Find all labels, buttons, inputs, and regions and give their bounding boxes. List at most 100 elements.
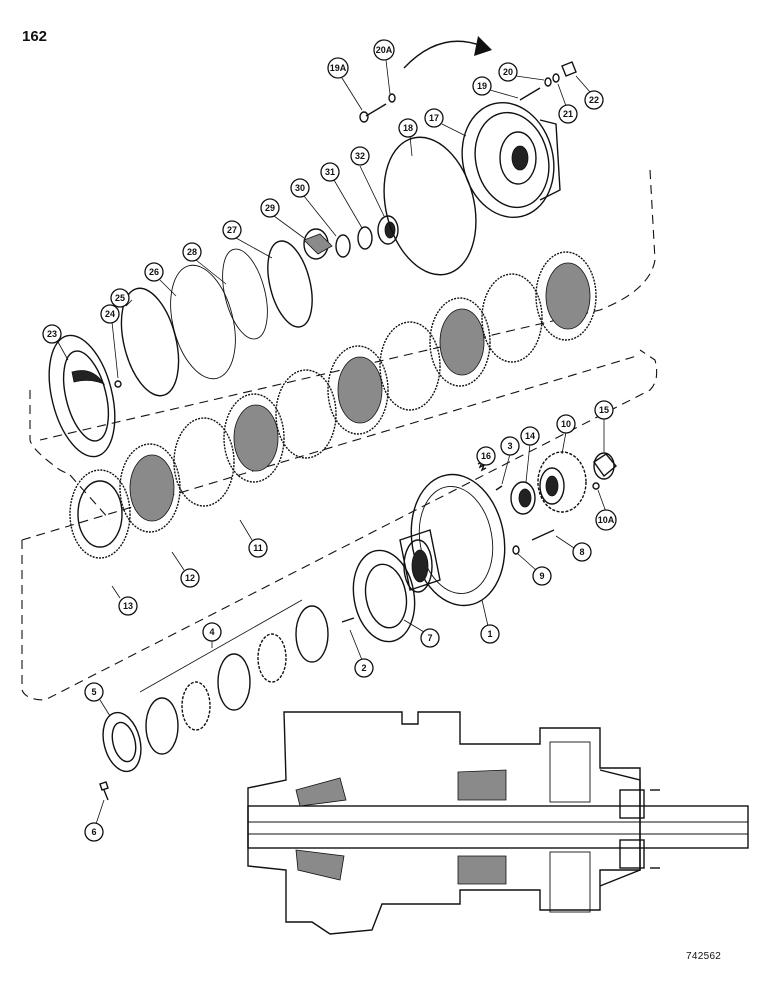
svg-text:15: 15 (599, 405, 609, 415)
callout-2: 2 (349, 629, 374, 678)
snap-ring-27 (267, 240, 313, 328)
svg-text:10A: 10A (598, 515, 615, 525)
callout-30: 30 (290, 178, 337, 237)
piston-part (303, 228, 333, 260)
svg-text:20: 20 (503, 67, 513, 77)
callout-19: 19 (472, 76, 519, 99)
callout-32: 32 (350, 146, 385, 217)
callout-12: 12 (171, 551, 200, 588)
o-ring-18 (383, 136, 477, 276)
callout-26: 26 (144, 262, 177, 297)
seal-ring-26 (170, 264, 236, 380)
callout-10: 10 (556, 414, 576, 455)
svg-text:19A: 19A (330, 63, 347, 73)
callout-17: 17 (424, 108, 467, 137)
callout-13: 13 (111, 585, 138, 616)
nut-15 (593, 452, 617, 480)
svg-text:25: 25 (115, 293, 125, 303)
svg-text:19: 19 (477, 81, 487, 91)
svg-text:32: 32 (355, 151, 365, 161)
callout-9: 9 (517, 553, 552, 586)
svg-text:2: 2 (361, 663, 366, 673)
svg-text:11: 11 (253, 543, 263, 553)
drawing-code: 742562 (686, 951, 722, 962)
callout-19a: 19A (327, 57, 363, 111)
seal-ring-28 (222, 248, 268, 340)
svg-text:10: 10 (561, 419, 571, 429)
callout-28: 28 (182, 242, 227, 285)
retainer-plate-7-inner (364, 563, 408, 629)
bearing-14 (510, 481, 536, 515)
callout-11: 11 (239, 519, 268, 558)
svg-text:24: 24 (105, 309, 115, 319)
svg-text:29: 29 (265, 203, 275, 213)
callout-23: 23 (42, 324, 69, 361)
svg-text:5: 5 (91, 687, 96, 697)
svg-text:26: 26 (149, 267, 159, 277)
washer-21 (552, 73, 560, 83)
bolt-8 (531, 529, 555, 541)
clutch-disc-stack (69, 251, 597, 559)
bearing-set-4 (139, 599, 329, 755)
svg-text:17: 17 (429, 113, 439, 123)
callout-10a: 10A (595, 489, 617, 531)
callout-18: 18 (398, 118, 418, 157)
ball-part (114, 380, 122, 388)
callout-27: 27 (222, 220, 273, 259)
dashed-group-outline-upper (29, 169, 656, 521)
gear-10 (537, 451, 587, 513)
callout-22: 22 (575, 75, 604, 110)
callout-20a: 20A (373, 39, 395, 95)
cross-section-assembly (247, 711, 749, 935)
seal-retainer-5-inner (111, 721, 137, 763)
callout-15: 15 (594, 400, 614, 452)
washer-part-31 (357, 226, 373, 250)
washer-20 (544, 77, 552, 87)
svg-text:22: 22 (589, 95, 599, 105)
key-3 (495, 485, 503, 491)
rotation-arrow-icon (403, 36, 492, 69)
svg-text:28: 28 (187, 247, 197, 257)
pin-19 (519, 87, 541, 101)
bolt-6 (99, 781, 109, 801)
callout-29: 29 (260, 198, 305, 239)
callout-5: 5 (84, 682, 111, 717)
svg-text:21: 21 (563, 109, 573, 119)
svg-text:1: 1 (487, 629, 492, 639)
washer-20a (388, 93, 396, 103)
svg-text:23: 23 (47, 329, 57, 339)
svg-text:12: 12 (185, 573, 195, 583)
svg-text:18: 18 (403, 123, 413, 133)
callout-20: 20 (498, 62, 545, 82)
callout-14: 14 (520, 426, 540, 483)
retainer-plate-7 (352, 549, 416, 643)
housing-cover-part (461, 101, 561, 219)
svg-text:7: 7 (427, 633, 432, 643)
pin-2 (341, 617, 355, 623)
washer-9 (512, 545, 520, 555)
ball-10a (592, 482, 600, 490)
callout-16: 16 (476, 446, 496, 467)
svg-text:8: 8 (579, 547, 584, 557)
svg-text:31: 31 (325, 167, 335, 177)
svg-text:27: 27 (227, 225, 237, 235)
svg-text:20A: 20A (376, 45, 393, 55)
svg-text:3: 3 (507, 441, 512, 451)
backing-plate-part (48, 334, 116, 458)
svg-text:9: 9 (539, 571, 544, 581)
dashed-group-outline-lower (21, 349, 658, 701)
svg-text:6: 6 (91, 827, 96, 837)
callout-3: 3 (500, 436, 520, 485)
callout-21: 21 (557, 83, 578, 124)
callout-7: 7 (403, 619, 440, 648)
callout-25: 25 (110, 288, 133, 308)
svg-text:13: 13 (123, 601, 133, 611)
callout-4: 4 (202, 622, 222, 648)
callout-24: 24 (100, 304, 120, 379)
svg-text:14: 14 (525, 431, 535, 441)
seal-retainer-5 (102, 711, 142, 773)
callout-1: 1 (480, 599, 500, 644)
washer-part-30 (335, 234, 351, 258)
callout-8: 8 (555, 535, 592, 562)
